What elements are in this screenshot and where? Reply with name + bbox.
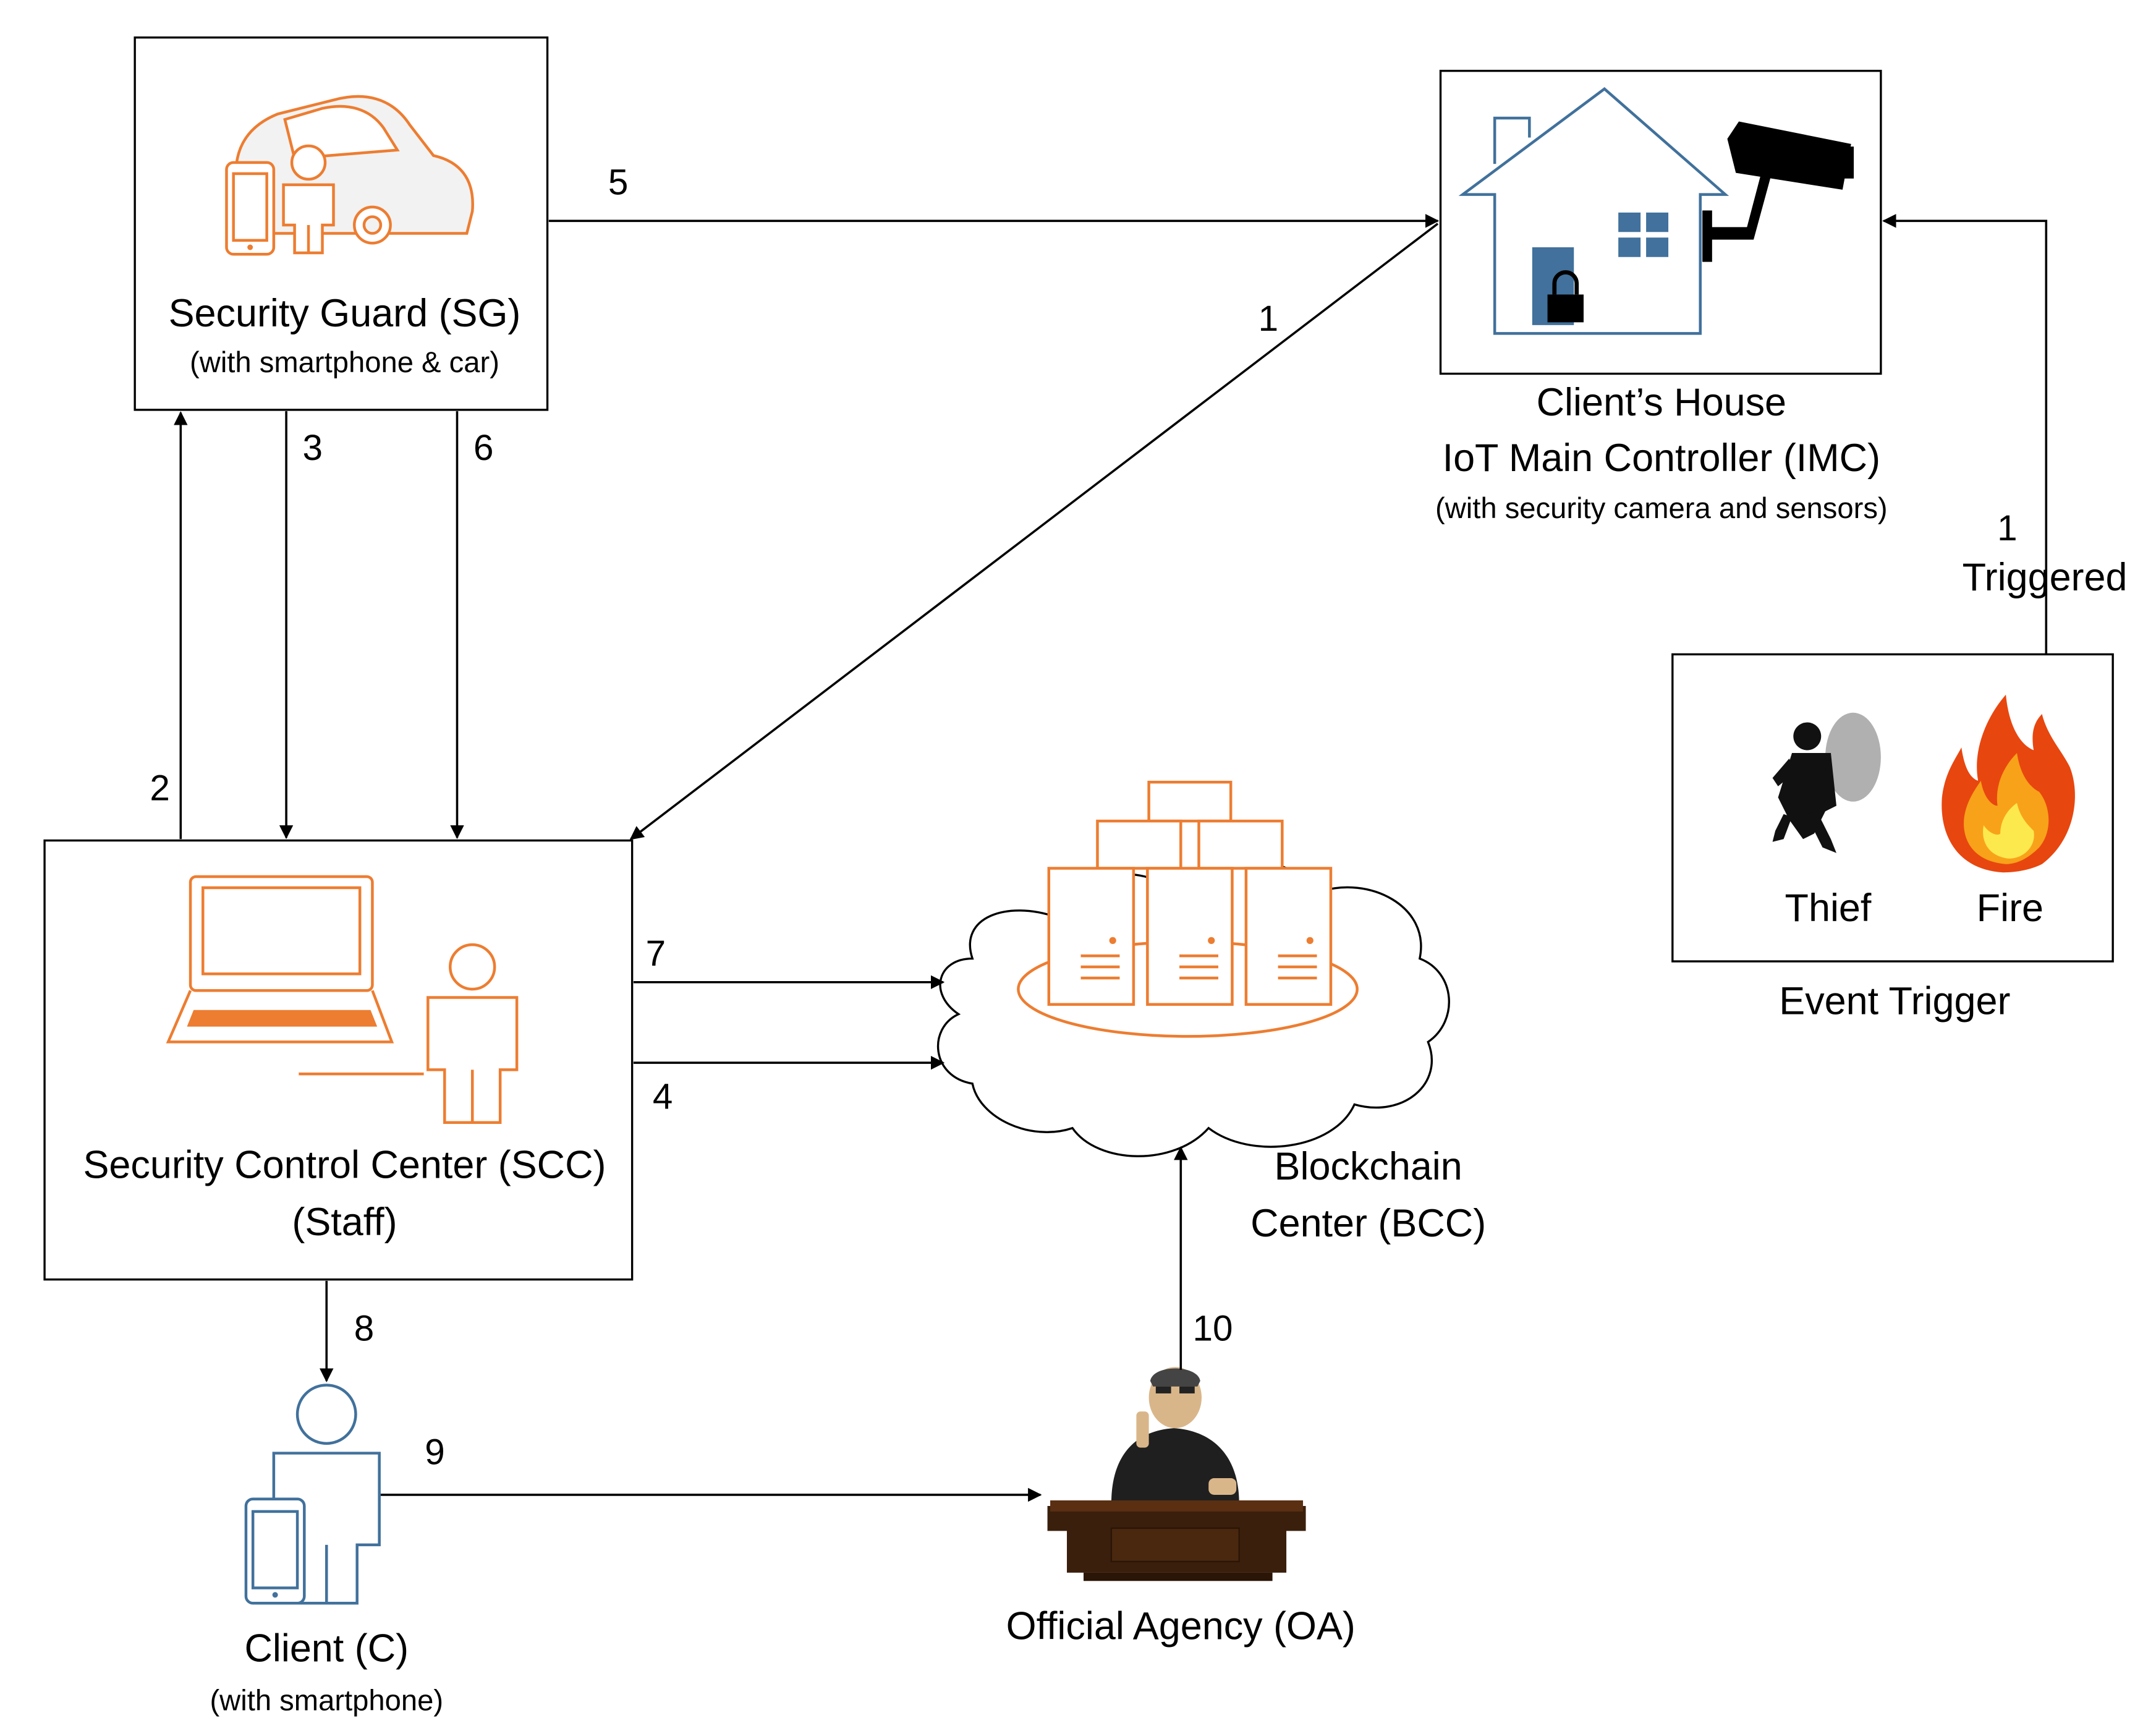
bcc-title: Blockchain bbox=[1275, 1145, 1462, 1188]
client-node: Client (C) (with smartphone) bbox=[210, 1384, 443, 1717]
security-guard-subtitle: (with smartphone & car) bbox=[190, 346, 499, 379]
official-agency-node: Official Agency (OA) bbox=[1006, 1367, 1356, 1648]
edge-label-6: 6 bbox=[473, 428, 493, 468]
fire-icon bbox=[1942, 694, 2075, 873]
edge-label-1-trigger: 1 bbox=[1997, 508, 2017, 548]
server-icon bbox=[1047, 867, 1135, 1006]
edge-1-trigger-to-imc bbox=[1882, 214, 2048, 655]
laptop-icon bbox=[166, 875, 424, 1076]
network-connector bbox=[1096, 780, 1284, 870]
edge-1-imc-to-scc bbox=[629, 223, 1439, 840]
edge-label-7: 7 bbox=[646, 934, 666, 974]
edge-label-3: 3 bbox=[303, 428, 323, 468]
fire-label: Fire bbox=[1977, 887, 2044, 930]
thief-label: Thief bbox=[1785, 887, 1872, 930]
edge-label-triggered: Triggered bbox=[1963, 556, 2128, 599]
judge-icon bbox=[1047, 1367, 1306, 1581]
security-guard-title: Security Guard (SG) bbox=[169, 292, 521, 335]
event-trigger-node: Thief Fire Event Trigger bbox=[1671, 653, 2114, 1023]
edge-label-1-imc: 1 bbox=[1258, 299, 1278, 339]
client-subtitle: (with smartphone) bbox=[210, 1684, 443, 1717]
bcc-subtitle: Center (BCC) bbox=[1250, 1202, 1486, 1245]
imc-title: IoT Main Controller (IMC) bbox=[1443, 436, 1880, 480]
official-agency-title: Official Agency (OA) bbox=[1006, 1605, 1356, 1648]
edge-labels: 5 1 1 Triggered 3 6 2 7 4 8 9 10 bbox=[150, 163, 2127, 1473]
scc-node: Security Control Center (SCC) (Staff) bbox=[43, 839, 634, 1281]
clients-house-node: Client’s House IoT Main Controller (IMC)… bbox=[1435, 69, 1888, 525]
client-title: Client (C) bbox=[244, 1627, 409, 1670]
house-icon bbox=[1458, 87, 1729, 335]
edge-label-5: 5 bbox=[608, 163, 628, 203]
scc-title: Security Control Center (SCC) bbox=[83, 1144, 606, 1187]
event-trigger-title: Event Trigger bbox=[1779, 979, 2010, 1023]
edge-label-10: 10 bbox=[1192, 1309, 1233, 1349]
staff-person-icon bbox=[427, 943, 519, 1124]
clients-house-title: Client’s House bbox=[1537, 381, 1786, 424]
edge-label-2: 2 bbox=[150, 768, 169, 808]
edge-label-4: 4 bbox=[653, 1076, 673, 1116]
security-guard-node: Security Guard (SG) (with smartphone & c… bbox=[134, 36, 549, 411]
edges bbox=[174, 214, 2048, 1502]
lock-icon bbox=[1547, 270, 1584, 323]
camera-icon bbox=[1702, 121, 1854, 262]
clients-house-subtitle: (with security camera and sensors) bbox=[1435, 492, 1888, 525]
window-icon bbox=[1618, 212, 1669, 257]
server-icon bbox=[1244, 867, 1333, 1006]
bcc-node: Blockchain Center (BCC) bbox=[936, 780, 1486, 1245]
scc-box bbox=[43, 839, 634, 1281]
scc-subtitle: (Staff) bbox=[292, 1201, 397, 1244]
server-icon bbox=[1146, 867, 1234, 1006]
client-smartphone-icon bbox=[244, 1497, 306, 1605]
smartphone-icon bbox=[225, 161, 276, 256]
edge-label-8: 8 bbox=[354, 1309, 374, 1349]
thief-icon bbox=[1772, 712, 1881, 853]
edge-label-9: 9 bbox=[425, 1432, 444, 1473]
person-icon bbox=[282, 144, 335, 255]
